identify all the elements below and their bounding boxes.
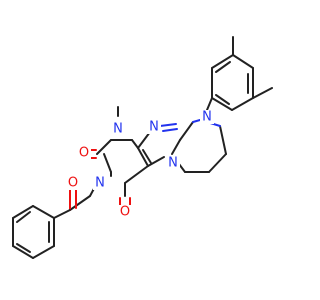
methyl-bond-right — [252, 87, 273, 99]
o-upper-label: O — [79, 146, 89, 161]
dimethylphenyl-ring — [211, 36, 273, 111]
atom-labels: N N N N N O O O — [66, 110, 214, 220]
phenacyl-group — [12, 182, 98, 259]
molecule-structure: N N N N N O O O — [12, 36, 273, 259]
n-imine-label: N — [149, 120, 159, 135]
n-imidazole-label: N — [168, 156, 178, 171]
n-imide-label: N — [95, 176, 105, 191]
pyrimidine-ring — [175, 121, 227, 173]
n-methyl-label: N — [113, 122, 123, 137]
o-ketone-label: O — [68, 176, 78, 191]
o-lower-label: O — [120, 205, 130, 220]
n-top-right-label: N — [202, 110, 212, 125]
imidazole-ring — [137, 119, 201, 167]
